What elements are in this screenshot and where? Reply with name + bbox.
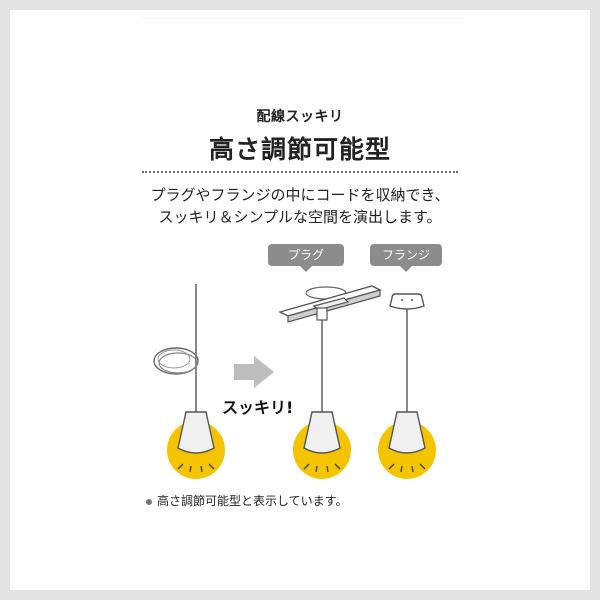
description-line-2: スッキリ＆シンプルな空間を演出します。	[158, 208, 442, 226]
dotted-divider	[142, 171, 458, 173]
callout-label: スッキリ!	[222, 398, 294, 417]
flange-icon	[389, 293, 425, 412]
coiled-cord-icon	[153, 284, 199, 412]
footnote-text: 高さ調節可能型と表示しています。	[157, 494, 348, 508]
right-arrow-icon	[234, 356, 274, 388]
pendant-lamp-icon	[167, 411, 225, 479]
section-kicker: 配線スッキリ	[256, 109, 344, 125]
flange-tag: フランジ	[370, 244, 442, 272]
pendant-lamp-icon	[378, 411, 436, 479]
page-title: 高さ調節可能型	[208, 135, 391, 164]
bullet-icon	[146, 498, 152, 505]
ceiling-rail-icon	[278, 285, 382, 412]
plug-tag: プラグ	[268, 244, 344, 272]
footnote: 高さ調節可能型と表示しています。	[146, 492, 347, 509]
pendant-lamp-icon	[293, 411, 351, 479]
description-line-1: プラグやフランジの中にコードを収納でき、	[150, 186, 450, 204]
